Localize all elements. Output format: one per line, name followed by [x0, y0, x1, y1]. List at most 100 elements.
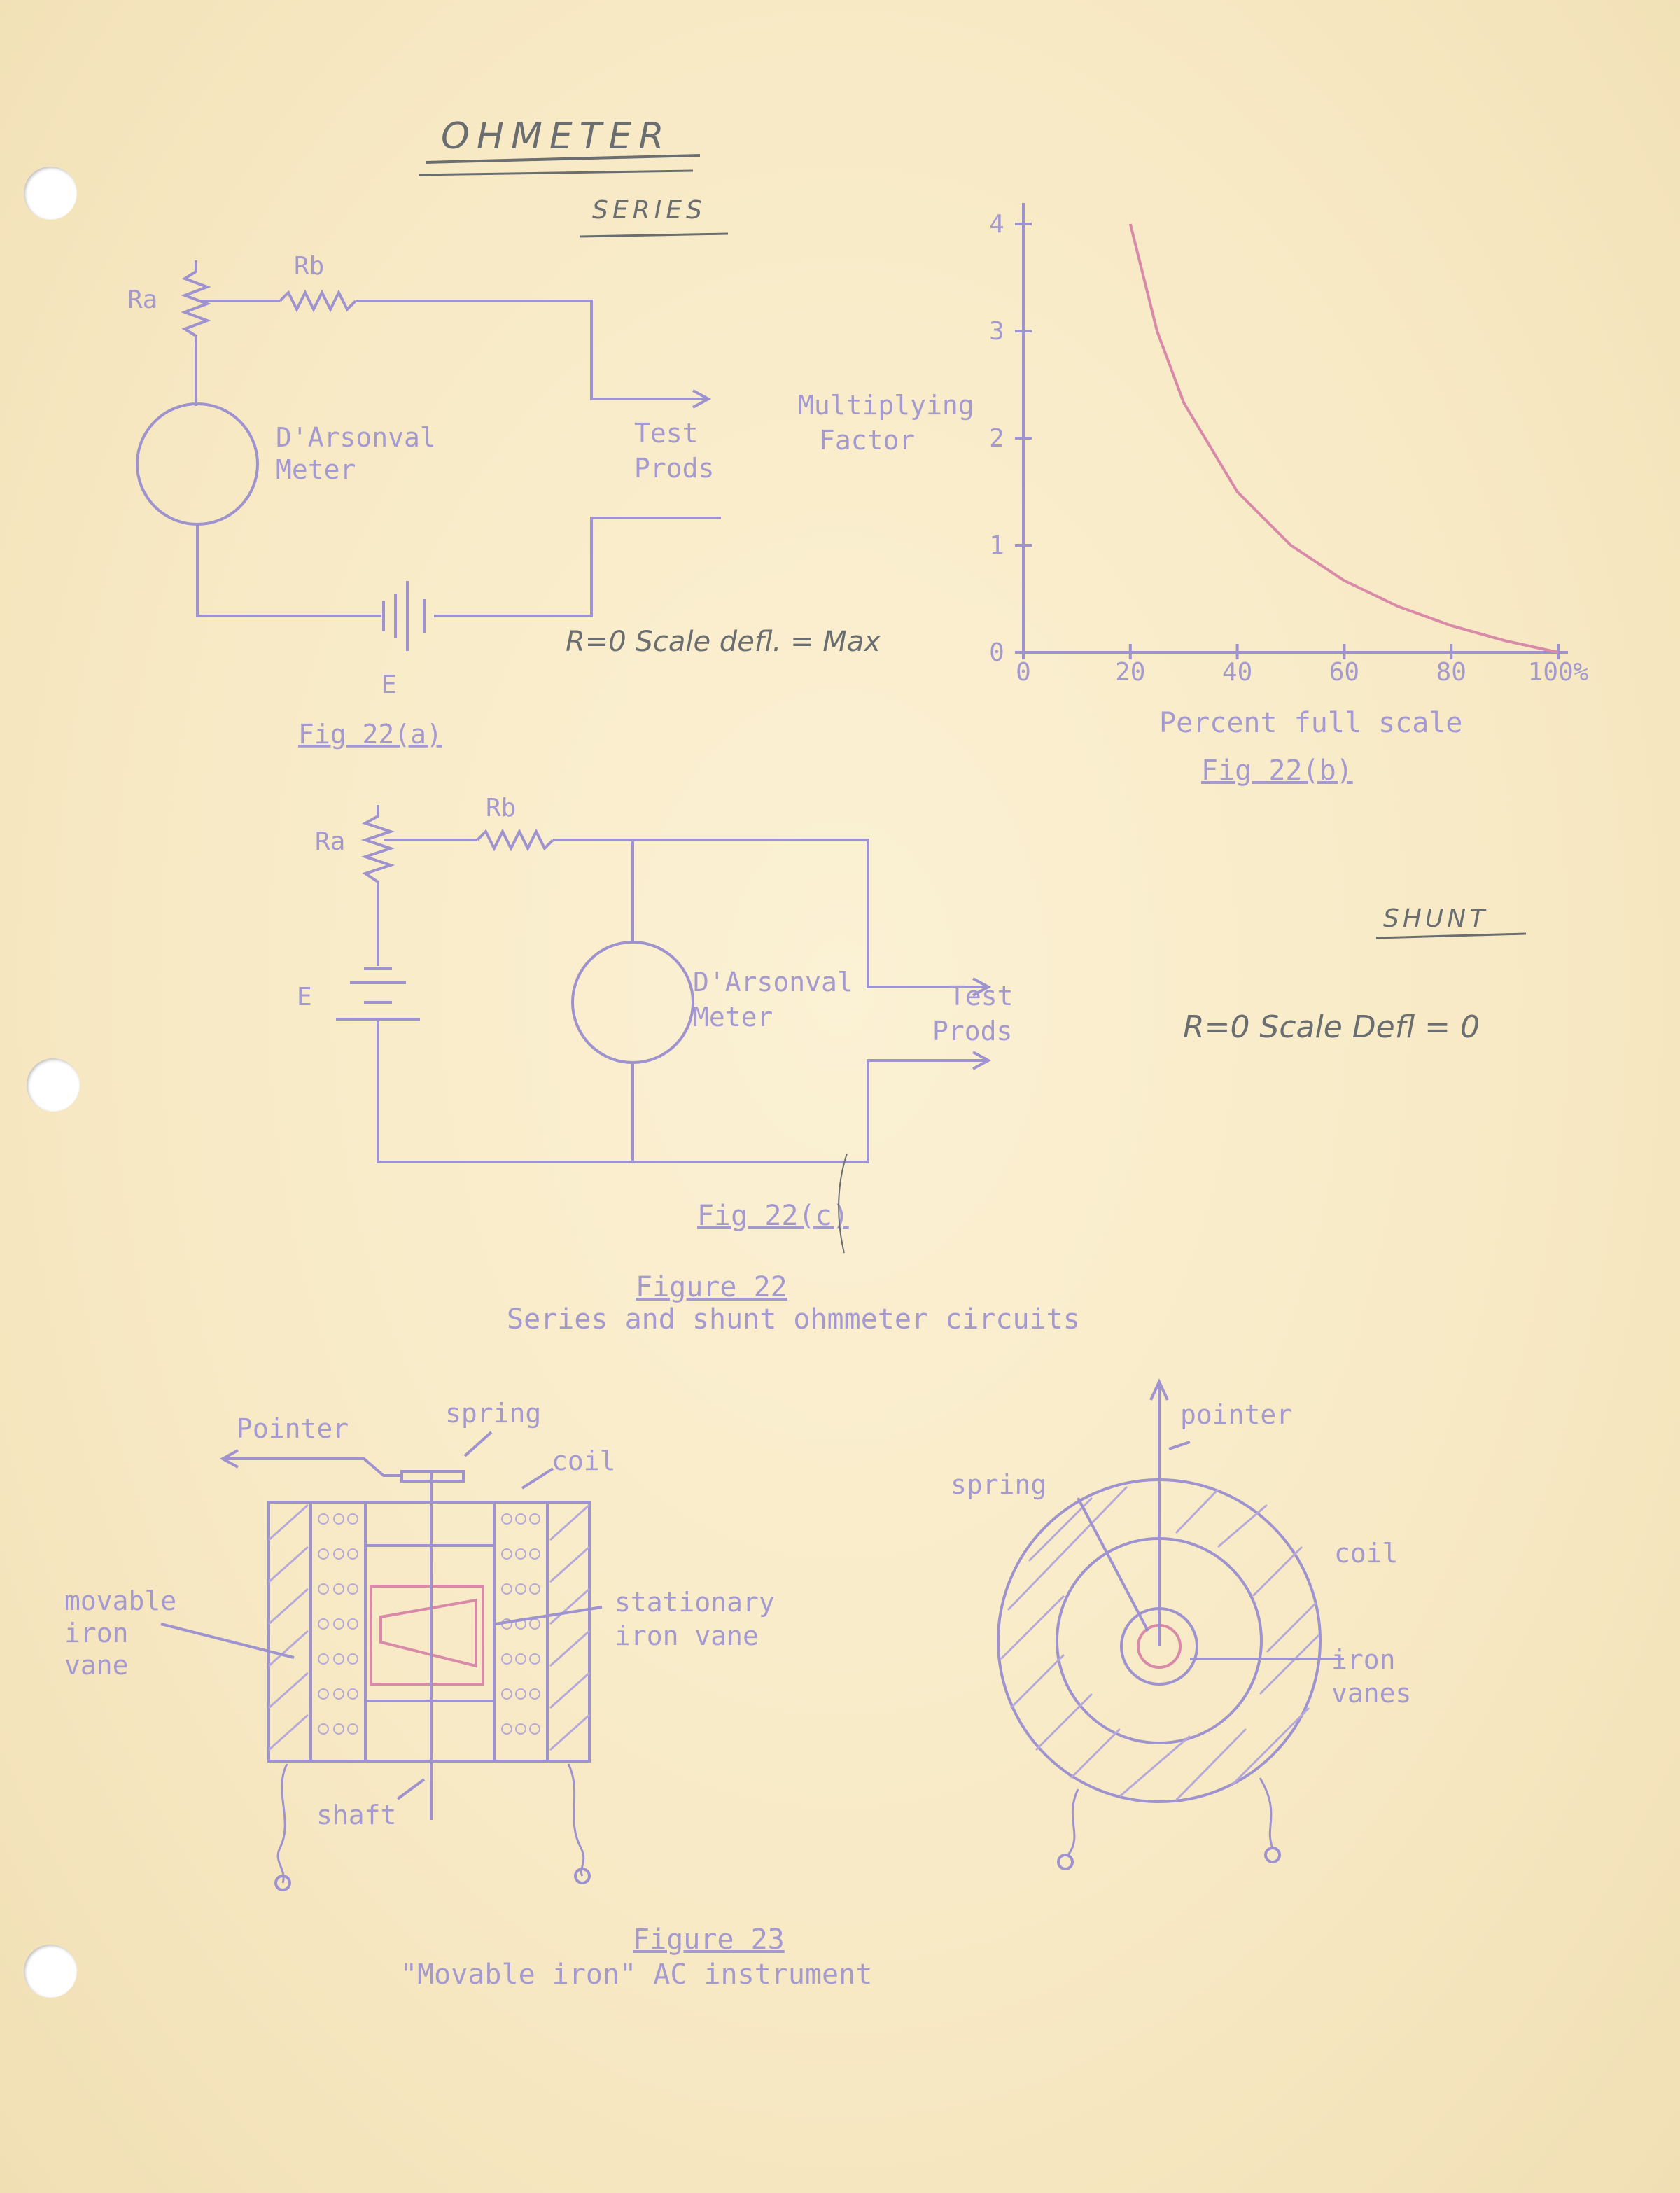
binder-hole-bottom	[24, 1945, 77, 1998]
title-ohmeter: OHMETER	[441, 115, 671, 157]
darsonval-meter	[136, 402, 259, 526]
spring-leader-right	[1077, 1497, 1149, 1632]
shunt-underline	[1376, 932, 1527, 939]
test-label-c1: Test	[949, 981, 1014, 1011]
chart-y-tick-label: 1	[989, 531, 1004, 560]
test-arrow-top-c	[972, 977, 992, 997]
pointer-leader-right	[1168, 1441, 1191, 1450]
darsonval-meter-c	[571, 941, 694, 1064]
binder-hole-top	[24, 167, 77, 220]
battery-label-e: E	[382, 671, 397, 699]
chart-y-tick-label: 3	[989, 317, 1004, 346]
shaft-label: shaft	[316, 1800, 396, 1830]
pointer-line	[224, 1457, 402, 1477]
test-arrow-top	[692, 389, 712, 409]
chart-xlabel: Percent full scale	[1159, 707, 1462, 739]
fig23-right-drawing: pointer spring coil iron vanes	[951, 1378, 1411, 1870]
stationary-vane	[379, 1598, 477, 1668]
ra-label: Ra	[127, 286, 158, 314]
terminal-right-1	[1057, 1854, 1074, 1870]
binder-hole-middle	[27, 1058, 80, 1112]
wire-top-c	[553, 839, 987, 988]
series-label: SERIES	[592, 196, 706, 225]
title-underline-2	[418, 169, 694, 176]
test-label-1: Test	[634, 418, 699, 449]
chart-x-tick-label: 60	[1329, 658, 1359, 687]
wire-bottom-c	[377, 1021, 987, 1163]
shaft-leader	[396, 1778, 426, 1800]
rb-resistor-c	[476, 828, 554, 852]
figure22-subtitle: Series and shunt ohmmeter circuits	[507, 1303, 1080, 1336]
spring-label-right: spring	[951, 1469, 1046, 1500]
fig22b-caption: Fig 22(b)	[1201, 755, 1353, 787]
pencil-stroke	[838, 1153, 848, 1254]
hatch-right	[550, 1504, 590, 1751]
lead-right-1	[1067, 1788, 1079, 1856]
movable-vane	[370, 1585, 484, 1686]
battery-label-e-c: E	[297, 983, 312, 1011]
test-arrow-bottom-c	[972, 1051, 992, 1070]
meter-label-2: Meter	[276, 454, 356, 485]
vanes-label-1: iron	[1331, 1644, 1396, 1675]
coil-leader	[521, 1467, 554, 1490]
test-label-c2: Prods	[932, 1016, 1012, 1046]
rb-resistor	[279, 289, 357, 313]
chart-x-tick-label: 40	[1222, 658, 1252, 687]
lead-left	[276, 1763, 288, 1884]
stationary-leader	[495, 1606, 603, 1625]
movable-leader	[160, 1623, 295, 1659]
rb-label-c: Rb	[486, 794, 516, 822]
chart-x-tick-label: 80	[1436, 658, 1466, 687]
pointer-arrow	[219, 1449, 239, 1469]
shunt-label: SHUNT	[1383, 904, 1488, 933]
chart-y-tick-label: 4	[989, 210, 1004, 239]
pointer-arrow-right	[1149, 1378, 1169, 1401]
shunt-notes: SHUNT R=0 Scale Defl = 0	[1183, 904, 1527, 1045]
coil-label: coil	[552, 1445, 616, 1476]
meter-label-c1: D'Arsonval	[693, 967, 853, 997]
terminal-right	[574, 1868, 591, 1884]
ra-resistor-c	[360, 805, 396, 966]
hatch-left	[268, 1504, 309, 1751]
fig23-left-drawing: Pointer spring coil movable iron vane st…	[64, 1398, 775, 1891]
spring-leader	[463, 1431, 493, 1457]
chart-x-tick-label: 100%	[1528, 658, 1589, 687]
chart-ylabel-2: Factor	[819, 425, 915, 456]
shunt-note: R=0 Scale Defl = 0	[1183, 1009, 1480, 1045]
series-underline	[579, 232, 729, 238]
coil-windings	[318, 1513, 540, 1735]
wire-meter-battery	[196, 525, 382, 617]
meter-label-1: D'Arsonval	[276, 422, 436, 453]
coil-ring-hatch	[1000, 1485, 1320, 1802]
terminal-right-2	[1264, 1847, 1281, 1863]
lead-right-2	[1259, 1777, 1274, 1849]
stationary-label-1: stationary	[615, 1587, 775, 1618]
ra-label-c: Ra	[315, 827, 345, 856]
ra-resistor	[181, 260, 211, 406]
test-label-2: Prods	[634, 453, 714, 484]
figure23-title: Figure 23	[633, 1924, 785, 1956]
spring-label: spring	[445, 1398, 541, 1429]
chart-x-tick-label: 20	[1115, 658, 1145, 687]
lead-right	[567, 1763, 585, 1877]
fig22c-caption: Fig 22(c)	[697, 1200, 849, 1232]
handwritten-header: OHMETER SERIES	[418, 115, 729, 238]
fig22c-circuit: Ra Rb E D'Arsonval Meter Test Prods Fig …	[297, 794, 1014, 1254]
wire-bottom-to-test	[434, 517, 721, 617]
figure23-subtitle: "Movable iron" AC instrument	[400, 1959, 872, 1991]
chart-ylabel-1: Multiplying	[798, 390, 974, 421]
pointer-label: Pointer	[237, 1413, 349, 1444]
meter-label-c2: Meter	[693, 1002, 773, 1032]
coil-label-right: coil	[1334, 1538, 1399, 1569]
fig22a-circuit: Ra Rb D'Arsonval Meter Test Prods E Fig …	[127, 252, 881, 750]
figure22-title: Figure 22	[636, 1271, 788, 1303]
chart-y-tick-label: 2	[989, 424, 1004, 453]
series-note: R=0 Scale defl. = Max	[566, 626, 881, 658]
rb-label: Rb	[294, 252, 324, 281]
title-underline	[425, 154, 701, 164]
